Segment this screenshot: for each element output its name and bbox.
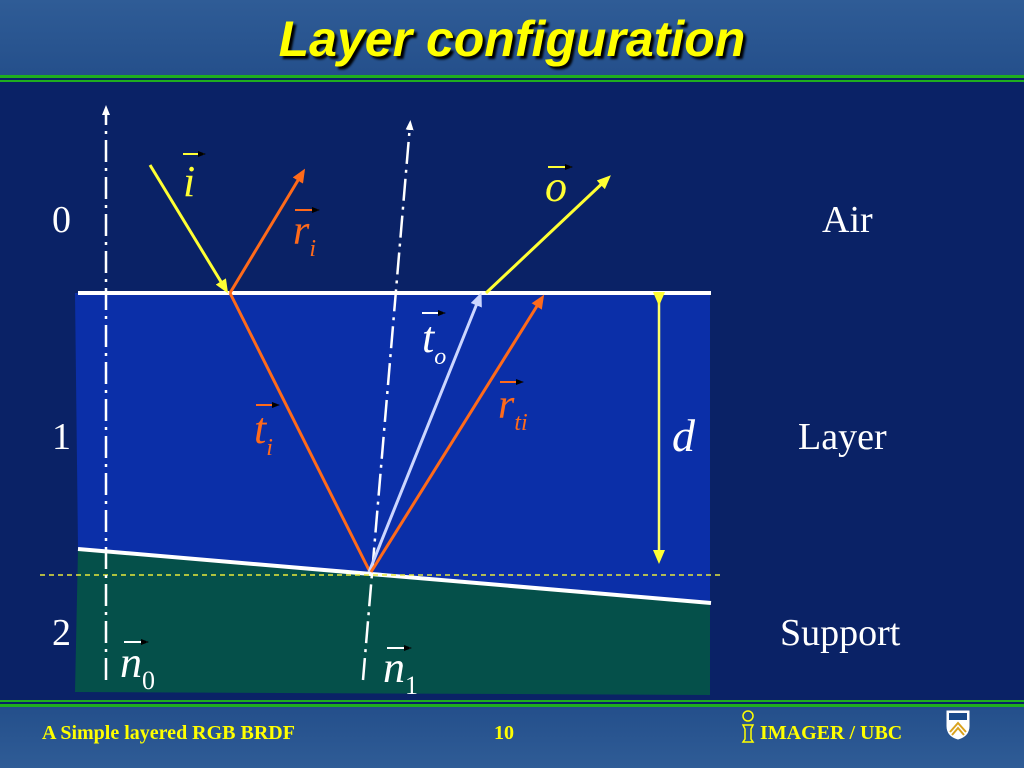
vector-ri-symbol: ri (293, 208, 316, 262)
vector-ti-symbol: ti (254, 404, 273, 461)
vector-ri-label: ri (293, 207, 320, 262)
thickness-d-label: d (672, 410, 696, 461)
vector-rti-label: rti (498, 379, 528, 436)
footer-divider-thin (0, 700, 1024, 702)
footer-bar (0, 707, 1024, 768)
footer-presentation-title: A Simple layered RGB BRDF (42, 722, 295, 744)
transmitted-ray-to (367, 292, 482, 573)
vector-n0-label: n0 (120, 638, 155, 695)
vector-n0-symbol: n0 (120, 638, 155, 695)
slide-title: Layer configuration (278, 11, 746, 67)
vector-i-label: i (183, 151, 206, 206)
vector-n1-symbol: n1 (383, 643, 418, 700)
footer-affiliation: IMAGER / UBC (760, 722, 903, 744)
index-1-label: 1 (52, 416, 71, 458)
vector-ti-label: ti (254, 402, 280, 461)
vector-o-symbol: o (545, 162, 567, 211)
layer-support-interface (77, 547, 712, 605)
index-2-label: 2 (52, 612, 71, 654)
incident-ray (148, 164, 229, 294)
vector-to-label: to (422, 310, 446, 370)
footer-page-number: 10 (494, 722, 514, 744)
support-label: Support (780, 612, 901, 654)
vector-o-label: o (545, 162, 573, 211)
layer-label: Layer (798, 416, 887, 458)
vector-i-symbol: i (183, 157, 195, 206)
header-divider (0, 75, 1024, 78)
vector-to-symbol: to (422, 313, 446, 370)
imager-logo-icon (741, 710, 755, 743)
header-divider-thin (0, 80, 1024, 82)
header-bar (0, 0, 1024, 78)
footer-divider (0, 704, 1024, 707)
air-label: Air (822, 199, 873, 241)
reflected-ray-rti (369, 294, 545, 573)
vector-n1-label: n1 (383, 643, 418, 700)
ubc-crest-icon (946, 710, 970, 740)
outgoing-ray (484, 175, 611, 295)
vector-rti-symbol: rti (498, 382, 528, 436)
reflected-ray-ri (228, 168, 306, 294)
layer-region (75, 293, 710, 603)
index-0-label: 0 (52, 199, 71, 241)
transmitted-ray-ti (228, 292, 371, 571)
normal-n1-line (361, 120, 414, 681)
support-region (75, 549, 710, 695)
